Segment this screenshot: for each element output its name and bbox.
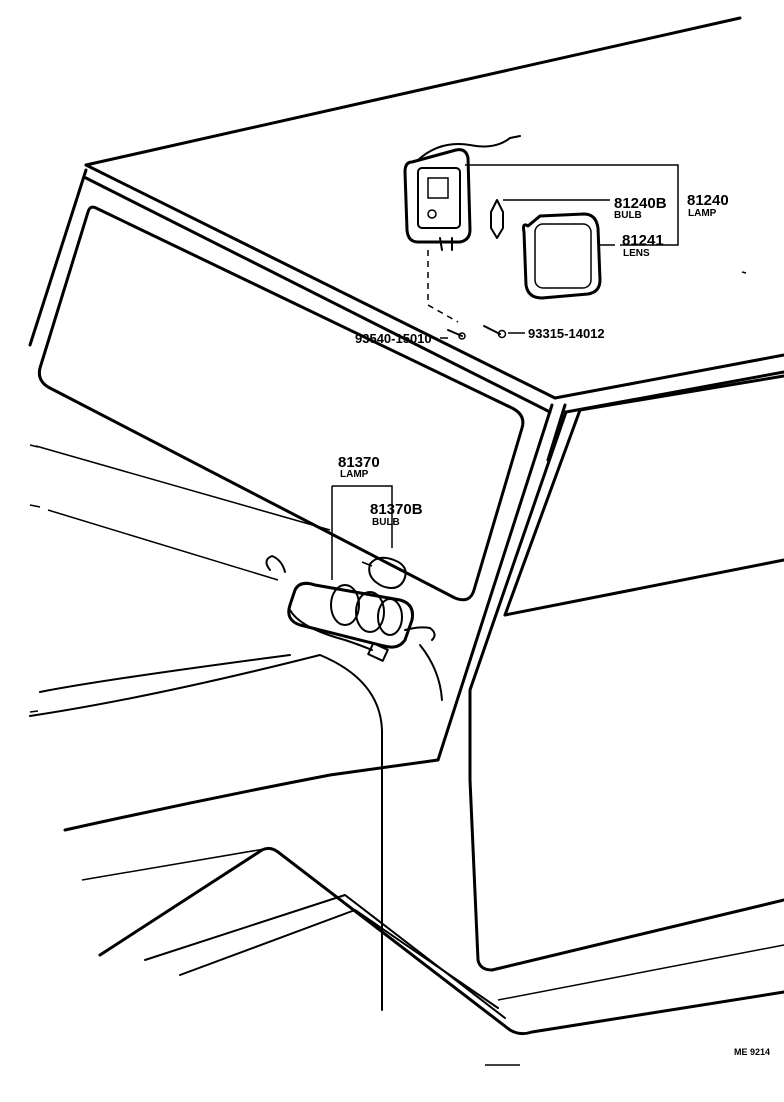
leader-cargo-lamp: [332, 485, 393, 548]
rear-pillar-outer: [436, 403, 554, 762]
rear-pillar-edge: [546, 403, 567, 462]
lamp-housing: [403, 148, 472, 244]
screw-1-head: [458, 332, 466, 340]
roof-front-edge: [84, 16, 742, 167]
label-81370-name: LAMP: [340, 469, 369, 480]
cargo-lamp-assembly: [265, 485, 436, 662]
label-81370b-number: 81370B: [370, 501, 423, 518]
dash-mark-3: [29, 710, 39, 713]
bed-rail-dash: [81, 847, 271, 881]
cargo-lamp-socket-ring-2: [355, 591, 385, 633]
label-81240-number: 81240: [687, 192, 729, 209]
cargo-bulb-base: [361, 561, 373, 567]
cargo-lamp-front: [377, 598, 403, 636]
cargo-connector: [367, 642, 389, 662]
rear-corner-curve: [319, 654, 383, 1011]
door-lower-line: [29, 654, 321, 717]
labels: 81240 LAMP 81240B BULB 81241 LENS 93540-…: [338, 192, 770, 1057]
cab-rear-bottom: [468, 778, 784, 972]
label-81240b-name: BULB: [614, 210, 642, 221]
rear-window-top: [578, 374, 784, 412]
cargo-lamp-body: [287, 581, 414, 649]
roof-lamp-assembly: [403, 135, 679, 340]
door-bottom-line: [39, 654, 291, 693]
roof-side-edge: [84, 163, 557, 400]
lamp-bulb: [490, 199, 504, 239]
cab-body: [28, 16, 784, 1066]
cab-base-3: [179, 909, 499, 1009]
body-line-2: [47, 509, 279, 581]
roof-inner-edge: [84, 176, 552, 414]
lamp-socket: [427, 177, 449, 199]
lamp-wire: [417, 135, 521, 161]
label-81241-name: LENS: [623, 248, 650, 259]
label-93540-number: 93540-15010: [355, 331, 432, 346]
lamp-lens: [522, 212, 602, 300]
diagram-code: ME 9214: [734, 1047, 770, 1057]
rear-pillar-inner: [468, 410, 568, 782]
cargo-cord: [289, 609, 373, 651]
front-pillar: [28, 168, 88, 347]
rear-window-left: [503, 408, 582, 617]
screw-2-head: [497, 329, 507, 339]
dash-mark-1: [29, 504, 41, 508]
label-81370-number: 81370: [338, 454, 380, 471]
cargo-hook-right: [404, 626, 436, 641]
cab-rear-bottom-2: [497, 944, 784, 1001]
label-81370b-name: BULB: [372, 517, 400, 528]
lamp-cord-curve: [419, 644, 443, 701]
lamp-housing-inner: [417, 167, 461, 229]
cargo-bulb: [368, 556, 407, 589]
bed-rail-top: [63, 758, 440, 832]
roof-rear-edge: [553, 353, 784, 400]
dash-mark-4: [741, 271, 747, 274]
side-window: [37, 205, 525, 602]
install-path-1: [427, 250, 459, 323]
dash-mark-2: [29, 444, 39, 448]
cargo-lamp-socket-ring: [330, 584, 360, 626]
body-line-1: [35, 445, 331, 531]
cab-base-2: [144, 894, 506, 1019]
label-81240b-number: 81240B: [614, 195, 667, 212]
lamp-screw-hole: [427, 209, 437, 219]
screw-2: [483, 325, 501, 335]
cab-base-1: [98, 846, 784, 1036]
lamp-tabs: [439, 237, 453, 251]
leader-lamp: [465, 164, 679, 246]
rear-window-bottom: [503, 558, 784, 617]
cargo-hook-left: [265, 555, 286, 573]
label-81240-name: LAMP: [688, 208, 717, 219]
label-81241-number: 81241: [622, 232, 664, 249]
lamp-lens-inner: [534, 223, 592, 289]
label-93315-number: 93315-14012: [528, 326, 605, 341]
